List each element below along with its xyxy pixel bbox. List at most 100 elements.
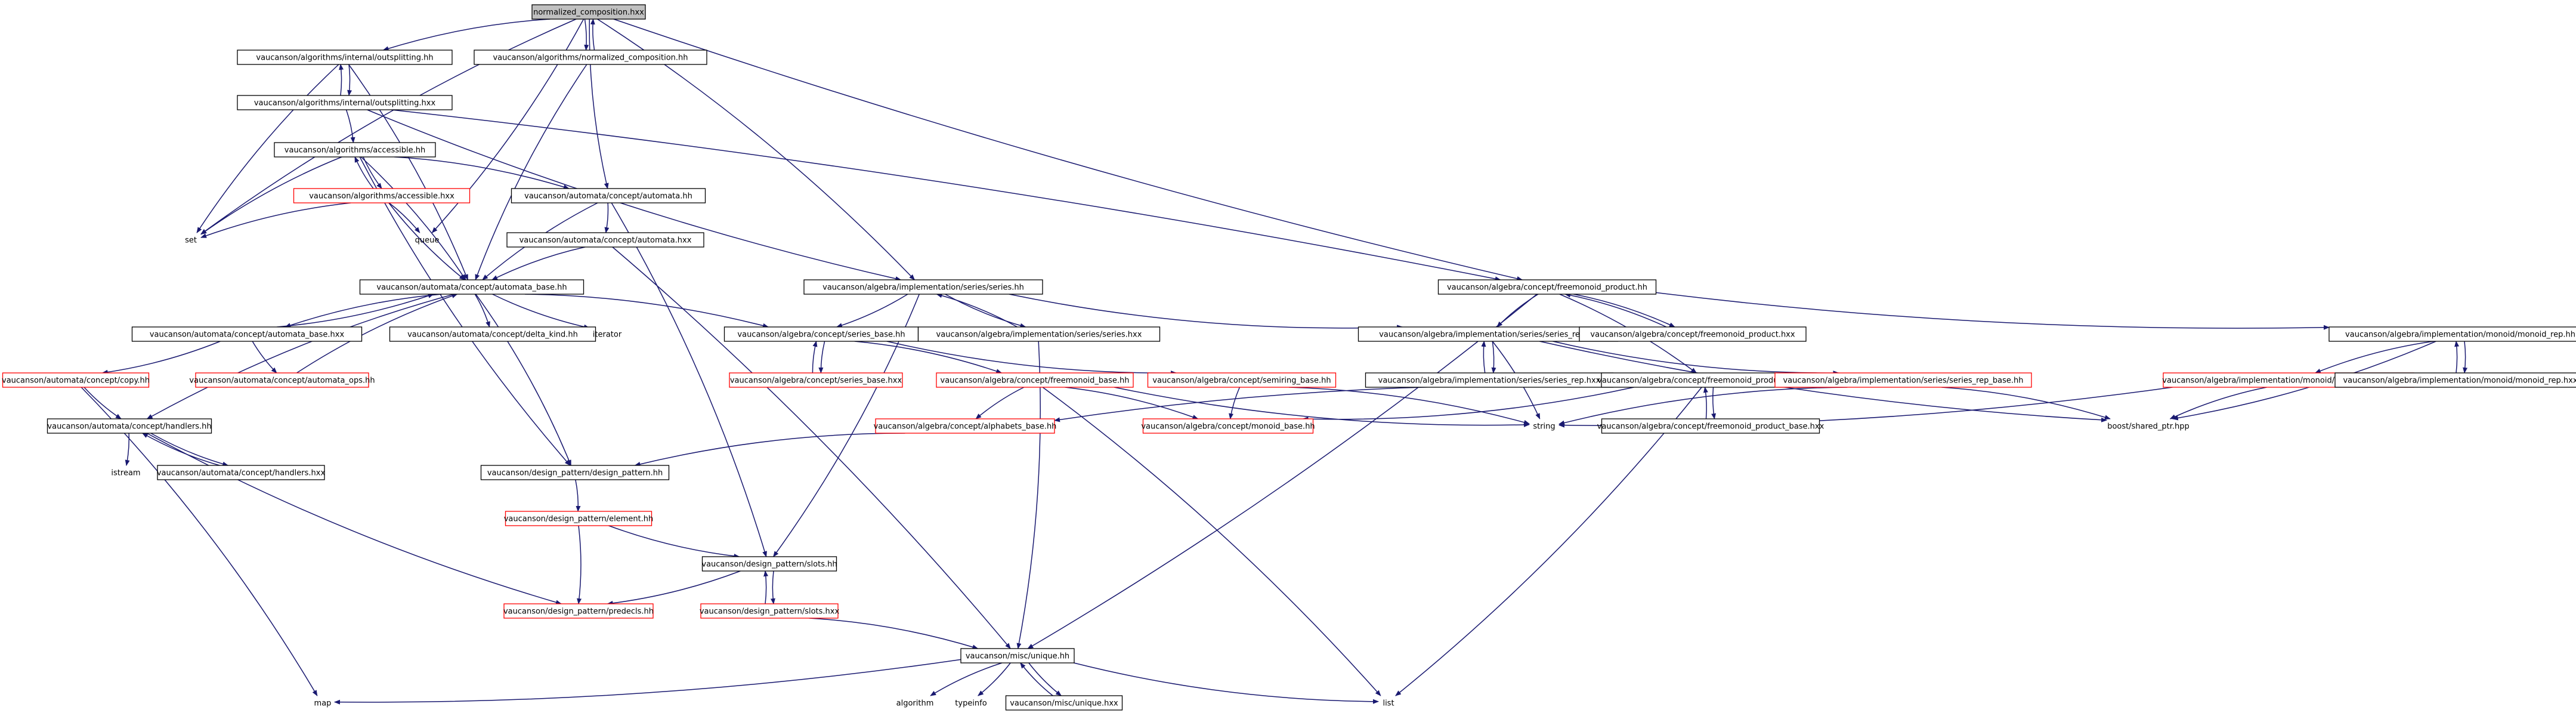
node-box[interactable] xyxy=(195,372,369,388)
node-monoid-base-hh[interactable]: vaucanson/algebra/concept/monoid_base.hh xyxy=(1141,418,1315,434)
node-box[interactable] xyxy=(503,603,654,619)
node-box[interactable] xyxy=(1601,418,1820,434)
node-unique-hxx[interactable]: vaucanson/misc/unique.hxx xyxy=(1005,695,1123,711)
node-root[interactable]: normalized_composition.hxx xyxy=(531,4,646,20)
node-series-rep-hxx[interactable]: vaucanson/algebra/implementation/series/… xyxy=(1365,372,1614,388)
edge-line xyxy=(1009,294,1403,330)
node-series-rep-base-hh[interactable]: vaucanson/algebra/implementation/series/… xyxy=(1774,372,2032,388)
node-automata-base-hxx[interactable]: vaucanson/automata/concept/automata_base… xyxy=(131,326,363,342)
node-box[interactable] xyxy=(960,648,1075,663)
node-box[interactable] xyxy=(875,418,1055,434)
node-freemonoid-product-hh[interactable]: vaucanson/algebra/concept/freemonoid_pro… xyxy=(1437,279,1657,295)
node-string[interactable]: string xyxy=(1533,422,1555,431)
edge-handlers_hh-to-predecls_hh xyxy=(146,433,562,605)
node-queue[interactable]: queue xyxy=(415,236,440,245)
node-box[interactable] xyxy=(1579,326,1807,342)
edge-layer xyxy=(81,18,2468,705)
node-freemonoid-base-hh[interactable]: vaucanson/algebra/concept/freemonoid_bas… xyxy=(936,372,1134,388)
node-box[interactable] xyxy=(506,232,704,248)
node-automata-hh[interactable]: vaucanson/automata/concept/automata.hh xyxy=(511,188,706,203)
node-box[interactable] xyxy=(700,603,839,619)
node-box[interactable] xyxy=(917,326,1161,342)
edge-accessible_hxx-to-queue xyxy=(388,202,420,233)
node-shared-ptr[interactable]: boost/shared_ptr.hpp xyxy=(2107,422,2190,431)
node-copy-hh[interactable]: vaucanson/automata/concept/copy.hh xyxy=(2,372,150,388)
node-semiring-base-hh[interactable]: vaucanson/algebra/concept/semiring_base.… xyxy=(1147,372,1337,388)
node-box[interactable] xyxy=(2,372,150,388)
node-box[interactable] xyxy=(480,465,670,480)
node-predecls-hh[interactable]: vaucanson/design_pattern/predecls.hh xyxy=(503,603,654,619)
node-delta-kind-hh[interactable]: vaucanson/automata/concept/delta_kind.hh xyxy=(389,326,596,342)
edge-outsplitting_hxx-to-accessible_hh xyxy=(345,109,355,143)
node-slots-hxx[interactable]: vaucanson/design_pattern/slots.hxx xyxy=(700,603,840,619)
edge-line xyxy=(339,64,344,96)
node-handlers-hxx[interactable]: vaucanson/automata/concept/handlers.hxx xyxy=(157,465,326,480)
node-istream[interactable]: istream xyxy=(111,469,140,478)
node-handlers-hh[interactable]: vaucanson/automata/concept/handlers.hh xyxy=(47,418,212,434)
node-box[interactable] xyxy=(157,465,325,480)
node-box[interactable] xyxy=(803,279,1043,295)
node-alphabets-base-hh[interactable]: vaucanson/algebra/concept/alphabets_base… xyxy=(874,418,1057,434)
node-normalized-comp-hh[interactable]: vaucanson/algorithms/normalized_composit… xyxy=(474,50,707,65)
node-box[interactable] xyxy=(47,418,212,434)
node-accessible-hh[interactable]: vaucanson/algorithms/accessible.hh xyxy=(274,142,436,158)
node-box[interactable] xyxy=(293,188,471,203)
edge-line xyxy=(1288,387,1530,425)
node-freemonoid-product-hxx[interactable]: vaucanson/algebra/concept/freemonoid_pro… xyxy=(1579,326,1807,342)
node-box[interactable] xyxy=(936,372,1134,388)
node-box[interactable] xyxy=(389,326,596,342)
node-element-hh[interactable]: vaucanson/design_pattern/element.hh xyxy=(504,511,654,526)
node-box[interactable] xyxy=(701,556,837,572)
node-box[interactable] xyxy=(1005,695,1123,711)
node-series-rep-hh[interactable]: vaucanson/algebra/implementation/series/… xyxy=(1357,326,1619,342)
node-box[interactable] xyxy=(1142,418,1314,434)
node-box[interactable] xyxy=(723,326,919,342)
node-box[interactable] xyxy=(274,142,436,158)
edge-line xyxy=(608,525,740,558)
node-outsplitting-hxx[interactable]: vaucanson/algorithms/internal/outsplitti… xyxy=(237,95,453,110)
node-list[interactable]: list xyxy=(1383,699,1394,708)
node-box[interactable] xyxy=(531,4,646,20)
node-box[interactable] xyxy=(237,50,453,65)
node-automata-ops-hh[interactable]: vaucanson/automata/concept/automata_ops.… xyxy=(189,372,375,388)
node-box[interactable] xyxy=(1774,372,2032,388)
node-box[interactable] xyxy=(511,188,706,203)
node-box[interactable] xyxy=(1437,279,1657,295)
edge-monoid_rep_hh-to-monoid_rep_base_hh xyxy=(2314,341,2434,374)
edge-automata_hh-to-slots_hh xyxy=(611,202,767,557)
node-automata-base-hh[interactable]: vaucanson/automata/concept/automata_base… xyxy=(359,279,585,295)
node-series-hh[interactable]: vaucanson/algebra/implementation/series/… xyxy=(803,279,1043,295)
node-algorithm[interactable]: algorithm xyxy=(896,699,934,708)
node-box[interactable] xyxy=(237,95,453,110)
node-set[interactable]: set xyxy=(185,236,197,245)
node-label: map xyxy=(314,699,332,708)
node-box[interactable] xyxy=(131,326,363,342)
node-box[interactable] xyxy=(474,50,707,65)
node-typeinfo[interactable]: typeinfo xyxy=(955,699,987,708)
node-slots-hh[interactable]: vaucanson/design_pattern/slots.hh xyxy=(701,556,837,572)
node-series-base-hh[interactable]: vaucanson/algebra/concept/series_base.hh xyxy=(723,326,919,342)
edge-line xyxy=(394,156,570,190)
node-design-pattern-hh[interactable]: vaucanson/design_pattern/design_pattern.… xyxy=(480,465,670,480)
edge-line xyxy=(886,341,1177,376)
node-automata-hxx[interactable]: vaucanson/automata/concept/automata.hxx xyxy=(506,232,704,248)
edge-line xyxy=(575,479,581,512)
node-box[interactable] xyxy=(505,511,652,526)
node-monoid-rep-hh[interactable]: vaucanson/algebra/implementation/monoid/… xyxy=(2328,326,2576,342)
node-series-base-hxx[interactable]: vaucanson/algebra/concept/series_base.hx… xyxy=(729,372,903,388)
node-box[interactable] xyxy=(2328,326,2576,342)
edge-accessible_hh-to-automata_base_hh xyxy=(360,156,466,280)
node-box[interactable] xyxy=(359,279,585,295)
node-box[interactable] xyxy=(1147,372,1337,388)
node-monoid-rep-hxx[interactable]: vaucanson/algebra/implementation/monoid/… xyxy=(2334,372,2576,388)
node-unique-hh[interactable]: vaucanson/misc/unique.hh xyxy=(960,648,1075,663)
node-iterator[interactable]: iterator xyxy=(593,331,622,340)
node-series-hxx[interactable]: vaucanson/algebra/implementation/series/… xyxy=(917,326,1161,342)
node-box[interactable] xyxy=(729,372,903,388)
node-accessible-hxx[interactable]: vaucanson/algorithms/accessible.hxx xyxy=(293,188,471,203)
node-box[interactable] xyxy=(1365,372,1614,388)
node-box[interactable] xyxy=(2334,372,2576,388)
node-map[interactable]: map xyxy=(314,699,332,708)
node-outsplitting-hh[interactable]: vaucanson/algorithms/internal/outsplitti… xyxy=(237,50,453,65)
node-freemonoid-product-base-hxx[interactable]: vaucanson/algebra/concept/freemonoid_pro… xyxy=(1597,418,1824,434)
